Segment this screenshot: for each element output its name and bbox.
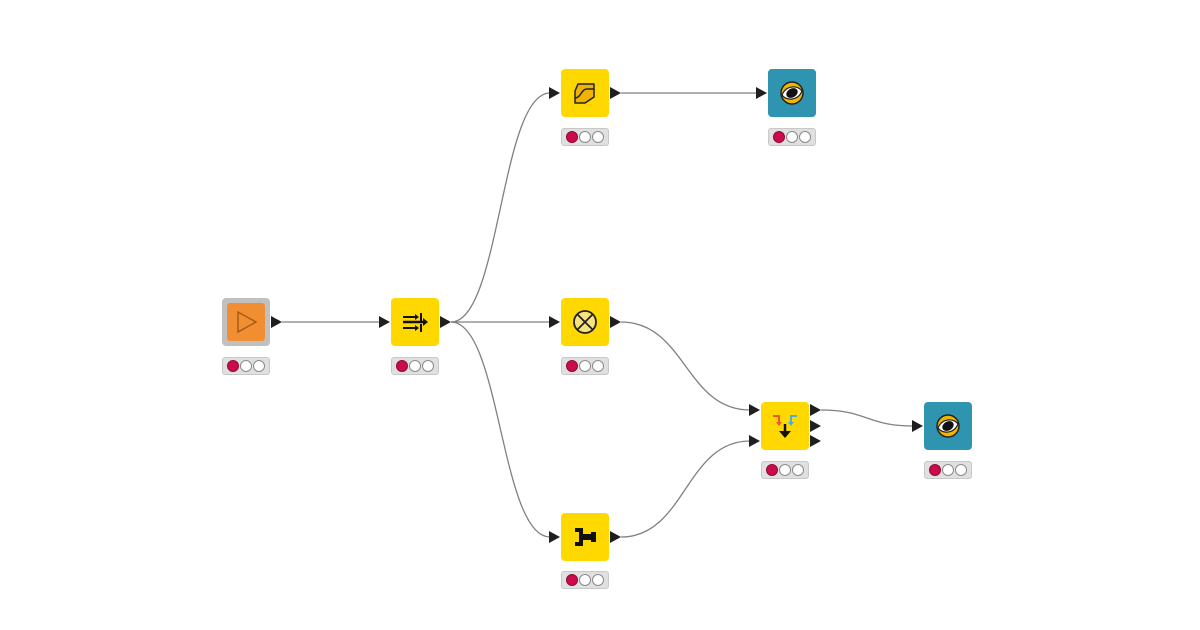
status-light: [396, 360, 408, 372]
output-port-joiner-1[interactable]: [810, 404, 821, 416]
eye-icon: [936, 414, 960, 438]
status-light: [773, 131, 785, 143]
status-light: [942, 464, 954, 476]
status-indicator-normalizer: [561, 128, 609, 146]
edge-cross-op-to-joiner[interactable]: [620, 321, 751, 411]
output-port-row-splitter[interactable]: [440, 316, 451, 328]
input-port-view-right[interactable]: [912, 420, 923, 432]
status-light: [766, 464, 778, 476]
s-curve-box-icon: [574, 83, 595, 104]
output-port-column-op[interactable]: [610, 531, 621, 543]
status-light: [792, 464, 804, 476]
node-joiner[interactable]: [761, 402, 809, 450]
circle-x-icon: [573, 310, 597, 334]
status-indicator-source: [222, 357, 270, 375]
edge-joiner-to-view-right[interactable]: [820, 409, 914, 427]
status-light: [579, 574, 591, 586]
input-port-cross-op[interactable]: [549, 316, 560, 328]
status-light: [592, 360, 604, 372]
status-indicator-column-op: [561, 571, 609, 589]
status-light: [786, 131, 798, 143]
status-indicator-joiner: [761, 461, 809, 479]
node-cross-op[interactable]: [561, 298, 609, 346]
output-port-source[interactable]: [271, 316, 282, 328]
status-indicator-view-top: [768, 128, 816, 146]
output-port-normalizer[interactable]: [610, 87, 621, 99]
input-port-row-splitter[interactable]: [379, 316, 390, 328]
node-view-top[interactable]: [768, 69, 816, 117]
edge-row-splitter-to-normalizer[interactable]: [450, 92, 551, 323]
input-port-column-op[interactable]: [549, 531, 560, 543]
output-port-cross-op[interactable]: [610, 316, 621, 328]
input-port-view-top[interactable]: [756, 87, 767, 99]
status-indicator-row-splitter: [391, 357, 439, 375]
status-light: [929, 464, 941, 476]
output-port-joiner-2[interactable]: [810, 420, 821, 432]
status-light: [566, 574, 578, 586]
status-light: [253, 360, 265, 372]
status-indicator-cross-op: [561, 357, 609, 375]
source-body: [227, 303, 265, 341]
status-light: [592, 574, 604, 586]
input-port-joiner-1[interactable]: [749, 404, 760, 416]
status-light: [579, 360, 591, 372]
status-light: [566, 360, 578, 372]
status-light: [579, 131, 591, 143]
bracket-connector-icon: [575, 528, 596, 546]
status-light: [592, 131, 604, 143]
status-light: [422, 360, 434, 372]
input-port-joiner-2[interactable]: [749, 435, 760, 447]
status-light: [409, 360, 421, 372]
edge-layer: [282, 92, 914, 538]
input-port-normalizer[interactable]: [549, 87, 560, 99]
node-row-splitter[interactable]: [391, 298, 439, 346]
node-normalizer[interactable]: [561, 69, 609, 117]
join-arrows-icon: [773, 415, 797, 438]
node-view-right[interactable]: [924, 402, 972, 450]
edge-column-op-to-joiner[interactable]: [620, 440, 751, 538]
node-column-op[interactable]: [561, 513, 609, 561]
status-light: [779, 464, 791, 476]
status-light: [240, 360, 252, 372]
node-source[interactable]: [222, 298, 270, 346]
status-light: [955, 464, 967, 476]
split-arrows-icon: [403, 313, 428, 332]
eye-icon: [780, 81, 804, 105]
status-light: [227, 360, 239, 372]
status-light: [799, 131, 811, 143]
play-triangle-icon: [237, 310, 258, 334]
status-light: [566, 131, 578, 143]
edge-row-splitter-to-column-op[interactable]: [450, 321, 551, 538]
output-port-joiner-3[interactable]: [810, 435, 821, 447]
status-indicator-view-right: [924, 461, 972, 479]
